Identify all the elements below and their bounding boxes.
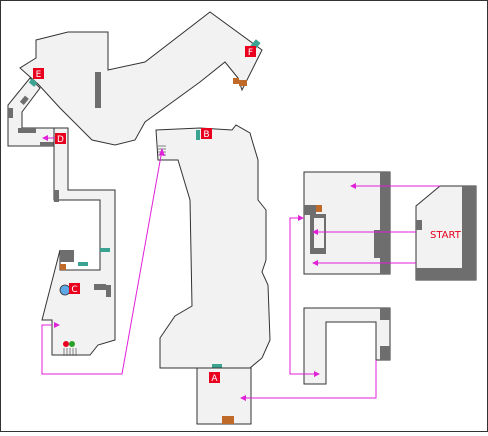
crate — [222, 416, 228, 424]
wall-block — [380, 346, 390, 360]
wall-block — [94, 284, 106, 290]
save-point-icon — [59, 284, 71, 296]
door-e — [28, 78, 38, 87]
item-red-icon — [63, 341, 69, 347]
wall-block — [106, 285, 111, 297]
wall-block — [416, 268, 476, 280]
marker-f: F — [245, 46, 256, 58]
room-upper-corridor — [19, 11, 263, 146]
wall-block — [8, 108, 13, 118]
wall-block — [374, 230, 380, 258]
room-left-lower — [41, 127, 116, 356]
door — [100, 248, 110, 252]
crate — [239, 80, 247, 86]
marker-d: D — [55, 133, 66, 145]
marker-c-label: C — [71, 285, 77, 295]
marker-a: A — [209, 372, 220, 384]
wall-block — [54, 190, 59, 202]
wall-block — [304, 205, 316, 215]
door-a — [212, 364, 222, 368]
pillar-block — [95, 72, 101, 108]
marker-e: E — [33, 68, 44, 80]
marker-e-label: E — [36, 70, 42, 80]
wall-block — [19, 95, 29, 105]
wall-block — [40, 142, 54, 146]
crate — [233, 78, 239, 84]
route-path — [41, 137, 440, 399]
item-green-icon — [69, 341, 75, 347]
wall-block — [416, 220, 422, 230]
door — [78, 262, 88, 266]
marker-c: C — [69, 283, 80, 295]
wall-block — [60, 250, 74, 262]
start-label: START — [430, 230, 462, 241]
crate — [228, 416, 234, 424]
crate — [60, 264, 66, 270]
marker-b: B — [201, 128, 212, 140]
stairs-icon — [63, 348, 77, 356]
floor-patch — [314, 218, 324, 248]
marker-d-label: D — [57, 135, 64, 145]
route-arrowheads — [42, 135, 356, 401]
wall-block — [380, 308, 390, 320]
wall-block — [380, 172, 390, 274]
door-b — [196, 130, 200, 140]
crate — [316, 205, 322, 212]
room-right-lower — [303, 307, 391, 385]
wall-block — [462, 186, 476, 280]
marker-f-label: F — [248, 48, 253, 58]
room-central-hall — [155, 124, 271, 369]
marker-a-label: A — [211, 374, 218, 384]
wall-block — [18, 128, 36, 133]
marker-b-label: B — [203, 130, 209, 140]
room-entrance — [196, 367, 252, 425]
